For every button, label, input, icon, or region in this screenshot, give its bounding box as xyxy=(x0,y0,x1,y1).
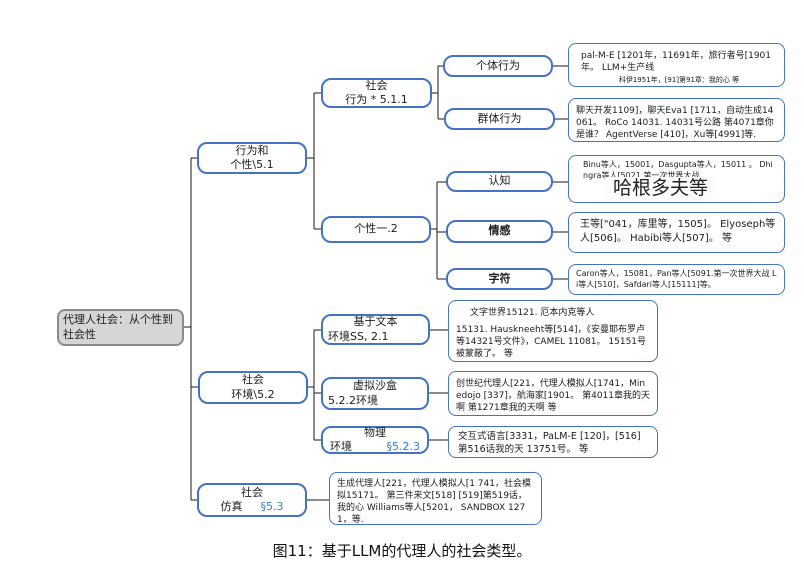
refbox-sandbox-environment: 创世纪代理人[221，代理人模拟人[1741，Minedojo [337]，航海… xyxy=(448,371,658,416)
node-label-line: 虚拟沙盒 xyxy=(353,379,397,393)
branch-environment xyxy=(308,329,448,441)
citation-text-small: 科伊1951年，[91]第91章：我的心 等 xyxy=(618,76,740,85)
node-cognition: 认知 xyxy=(446,171,553,192)
refbox-individual-behavior: pal-M-E [1201年，11691年，旅行者号[1901年。 LLM+生产… xyxy=(568,43,785,87)
node-label-line: 环境 §5.2.3 xyxy=(323,440,427,454)
node-label-line: 行为 * 5.1.1 xyxy=(345,93,408,106)
section-ref: §5.2.3 xyxy=(386,440,421,453)
citation-text: pal-M-E [1201年，11691年，旅行者号[1901年。 LLM+生产… xyxy=(581,51,771,74)
node-personality-5-1-2: 个性一.2 xyxy=(321,216,431,243)
node-label-line: 物理 xyxy=(364,425,386,439)
node-label-line: 基于文本 xyxy=(353,315,398,329)
node-label-line: 个性\5.1 xyxy=(230,158,274,171)
section-ref: §5.3 xyxy=(260,500,284,513)
node-label-line: 社会 xyxy=(241,485,263,499)
node-label-text: 环境 xyxy=(330,440,352,453)
citation-text: 15131. Hauskneeht等[514]，《安曼耶布罗卢等14321号文件… xyxy=(456,325,647,360)
citation-text: 生成代理人[221，代理人模拟人[1 741，社会模拟15171。 第三件来文[… xyxy=(337,479,531,525)
node-label-line: 情感 xyxy=(488,224,511,238)
node-label-line: 个性一.2 xyxy=(354,222,398,236)
node-label-line: 社会 xyxy=(242,373,264,387)
node-behavior-personality-5-1: 行为和 个性\5.1 xyxy=(197,142,307,174)
node-label-line: 认知 xyxy=(488,174,511,188)
citation-text-large: 哈根多夫等 xyxy=(605,177,717,201)
node-label-line: 社会 xyxy=(365,78,388,92)
node-label-line: 行为和 xyxy=(235,143,269,157)
citation-text: Binu等人，15001，Dasgupta等人，15011 。 Dhingra等… xyxy=(583,160,773,180)
node-label-line: 5.2.2环境 xyxy=(328,393,378,407)
node-group-behavior: 群体行为 xyxy=(444,108,555,130)
branch-behavior xyxy=(307,92,321,230)
node-physical-environment-5-2-3: 物理 环境 §5.2.3 xyxy=(321,426,429,454)
node-individual-behavior: 个体行为 xyxy=(443,55,553,77)
figure-caption: 图11：基于LLM的代理人的社会类型。 xyxy=(272,542,532,560)
refbox-emotion: 王等["041，库里等，1505]。 Elyoseph等人[506]。 Habi… xyxy=(568,212,785,253)
citation-text: 创世纪代理人[221，代理人模拟人[1741，Minedojo [337]，航海… xyxy=(456,379,651,414)
node-label-text: 仿真 xyxy=(220,500,243,513)
refbox-group-behavior: 聊天开发1109]，聊天Eva1 [1711，自动生成14 061。 RoCo … xyxy=(568,98,785,142)
refbox-society-simulation: 生成代理人[221，代理人模拟人[1 741，社会模拟15171。 第三件来文[… xyxy=(329,472,542,525)
node-character: 字符 xyxy=(446,268,553,290)
node-label-line: 仿真 §5.3 xyxy=(199,500,305,514)
citation-text: 文字世界15121. 厄本内克等人 xyxy=(470,308,595,318)
node-text-based-environment-5-2-1: 基于文本 环境SS, 2.1 xyxy=(321,314,430,345)
node-label-line: 环境SS, 2.1 xyxy=(328,329,389,343)
node-social-behavior-5-1-1: 社会 行为 * 5.1.1 xyxy=(321,78,432,108)
refbox-cognition: Binu等人，15001，Dasgupta等人，15011 。 Dhingra等… xyxy=(568,155,785,203)
citation-text: 聊天开发1109]，聊天Eva1 [1711，自动生成14 061。 RoCo … xyxy=(576,106,774,141)
citation-text: Caron等人，15081，Pan等人[5091.第一次世界大战 Li等人[51… xyxy=(576,269,777,289)
node-virtual-sandbox-environment-5-2-2: 虚拟沙盒 5.2.2环境 xyxy=(321,377,429,410)
trunk-root xyxy=(184,157,198,501)
refbox-text-environment: 文字世界15121. 厄本内克等人 15131. Hauskneeht等[514… xyxy=(448,300,658,362)
citation-text: 王等["041，库里等，1505]。 Elyoseph等人[506]。 Habi… xyxy=(580,219,776,244)
node-emotion: 情感 xyxy=(446,220,553,243)
node-label-line: 环境\5.2 xyxy=(231,387,275,401)
citation-text: 交互式语言[3331，PaLM-E [120]，[516]第516话我的天 13… xyxy=(458,431,641,455)
node-root: 代理人社会：从个性到社会性 xyxy=(57,309,184,346)
branch-personality xyxy=(431,181,568,280)
node-society-simulation-5-3: 社会 仿真 §5.3 xyxy=(197,483,307,517)
node-label-line: 个体行为 xyxy=(476,58,520,72)
refbox-physical-environment: 交互式语言[3331，PaLM-E [120]，[516]第516话我的天 13… xyxy=(448,426,658,458)
branch-social-behavior xyxy=(432,65,568,120)
node-label-line: 群体行为 xyxy=(477,111,522,125)
refbox-character: Caron等人，15081，Pan等人[5091.第一次世界大战 Li等人[51… xyxy=(568,264,785,295)
node-root-label: 代理人社会：从个性到社会性 xyxy=(63,312,173,341)
node-label-line: 字符 xyxy=(488,271,511,285)
node-social-environment-5-2: 社会 环境\5.2 xyxy=(198,371,308,404)
